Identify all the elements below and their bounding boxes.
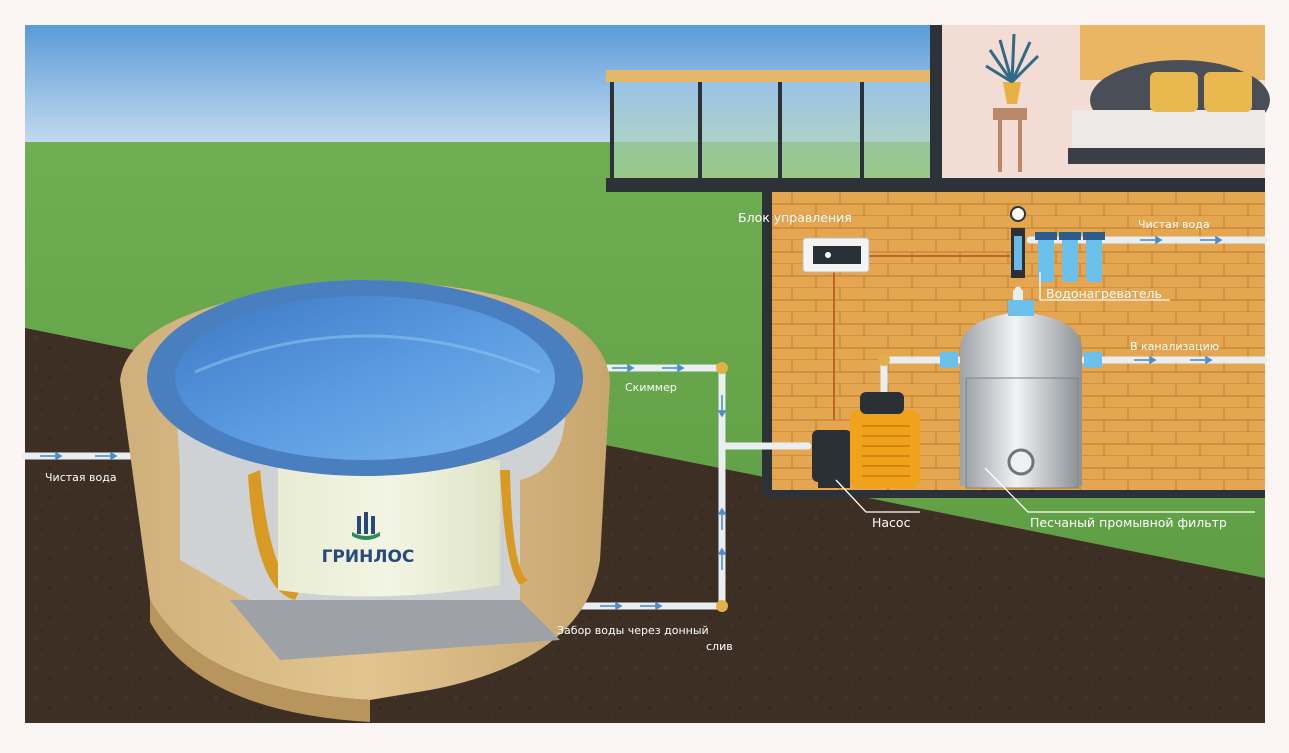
- pipe-joints: [716, 354, 890, 612]
- greenlos-logo-icon: [352, 512, 380, 540]
- label-pump: Насос: [872, 515, 911, 530]
- return-loop-pipe: [546, 364, 726, 610]
- pool-seal-left: [248, 470, 300, 600]
- pool-seal-right: [500, 470, 528, 585]
- house-upper-floor: [606, 25, 1270, 192]
- pool-water: [175, 296, 555, 460]
- label-clean-water-outlet: Чистая вода: [1138, 218, 1210, 231]
- plant-icon: [985, 33, 1040, 84]
- label-bottom-drain-line1: Забор воды через донный: [557, 624, 709, 637]
- label-clean-water-inlet: Чистая вода: [45, 471, 117, 484]
- label-leaders: [835, 272, 1255, 513]
- control-unit: [802, 237, 870, 273]
- label-sand-filter: Песчаный промывной фильтр: [1030, 515, 1227, 530]
- label-control-unit: Блок управления: [738, 210, 852, 225]
- brand-name: ГРИНЛОС: [322, 547, 415, 567]
- label-sewer: В канализацию: [1130, 340, 1219, 353]
- cartridge-filters: [1035, 232, 1105, 282]
- label-water-heater: Водонагреватель: [1046, 286, 1162, 301]
- label-skimmer: Скиммер: [625, 381, 677, 394]
- sand-filter: [940, 300, 1102, 489]
- pool: [120, 280, 610, 722]
- label-bottom-drain-line2: слив: [706, 640, 733, 653]
- pool-base-slab: [230, 600, 560, 660]
- pump: [812, 392, 920, 488]
- flow-arrows: [40, 235, 1223, 611]
- control-wiring: [833, 255, 1010, 420]
- pressure-gauge-icon: [1010, 206, 1026, 222]
- pool-tank: [278, 460, 500, 597]
